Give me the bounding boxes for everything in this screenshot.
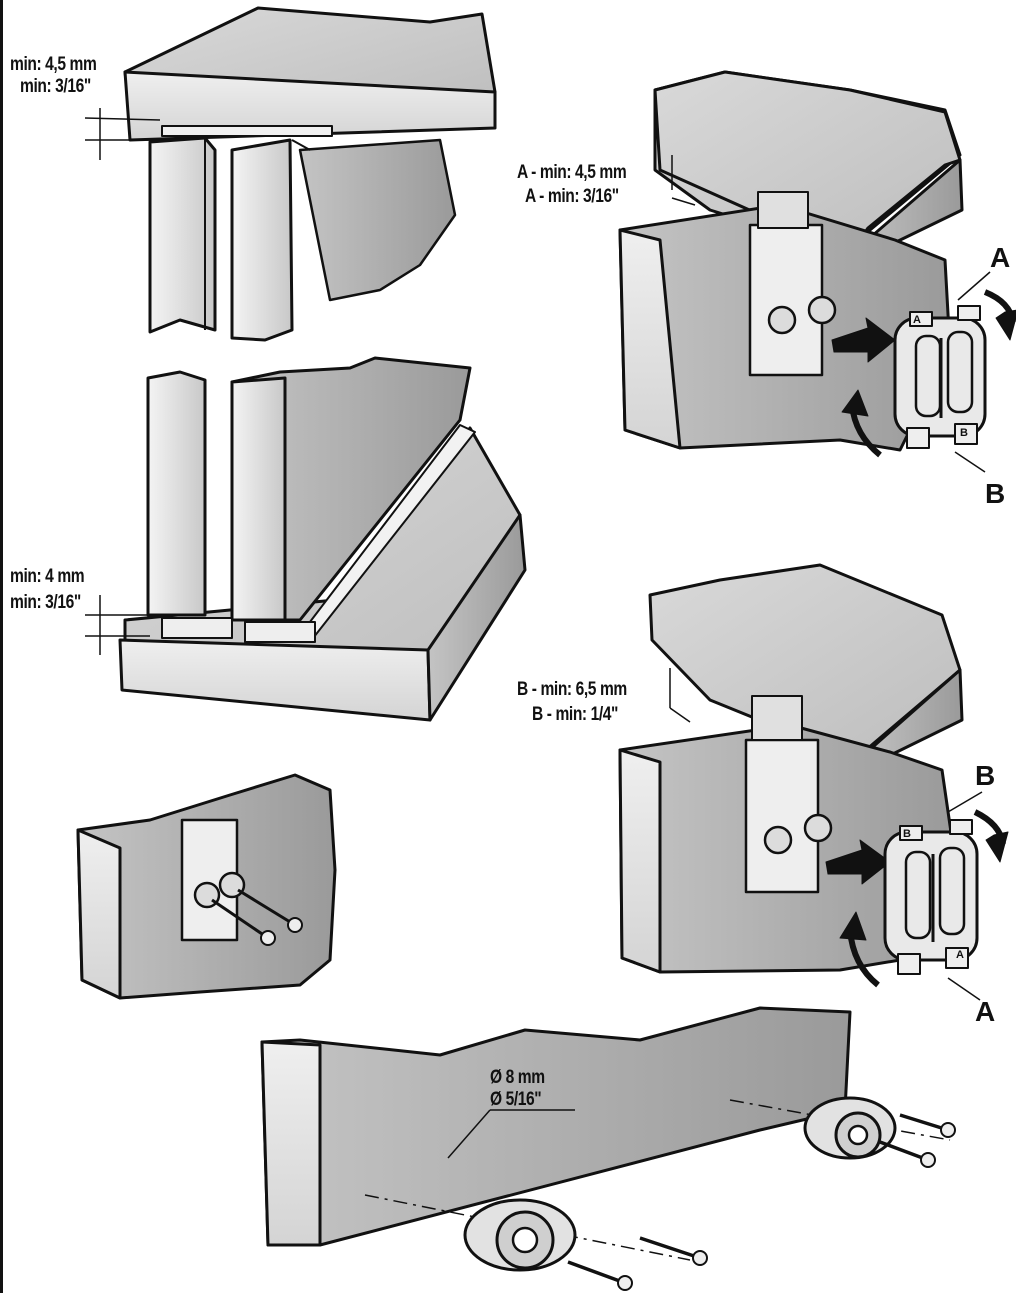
wall-side	[298, 138, 457, 302]
ceiling-block-front	[123, 70, 497, 142]
fig3-gap-label-mm: A - min: 4,5 mm	[517, 162, 627, 183]
fig2-gap-label-in: min: 3/16"	[10, 592, 81, 613]
hole-leader	[447, 1109, 491, 1159]
figure-3-clip-a	[618, 70, 1016, 473]
fig4-letter-top: B	[975, 760, 996, 791]
leader-b-3	[954, 451, 986, 473]
wheel-right	[803, 1096, 897, 1160]
screw-6c	[899, 1113, 949, 1132]
track-profile	[161, 125, 333, 137]
fig4-letter-bottom: A	[975, 996, 996, 1027]
door-left-2	[146, 370, 207, 617]
fig3-clip-mark-bottom: B	[960, 427, 968, 439]
clip-b-4	[883, 819, 979, 975]
door-right	[230, 138, 294, 342]
fig4-clip-mark-bottom: A	[956, 949, 964, 961]
push-arrow-4	[825, 839, 891, 885]
screw-5b	[237, 888, 296, 927]
leader-a-3	[957, 271, 991, 301]
fig4-clip-mark-top: B	[903, 828, 911, 840]
figure-4-clip-b	[618, 563, 1009, 1001]
figure-6-bottom-wheels	[260, 1006, 956, 1291]
fig3-gap-label-in: A - min: 3/16"	[525, 186, 619, 207]
fig3-letter-bottom: B	[985, 478, 1006, 509]
screw-6a	[639, 1236, 701, 1260]
axis-line-2	[729, 1099, 951, 1141]
fig6-hole-label-in: Ø 5/16"	[490, 1089, 542, 1110]
figure-1-top-track	[84, 6, 497, 342]
screw-6b	[567, 1260, 626, 1285]
long-panel-front	[260, 1040, 322, 1247]
fig2-gap-label-mm: min: 4 mm	[10, 566, 85, 587]
leader-a-4	[947, 977, 981, 1001]
figure-2-bottom-guide	[85, 356, 527, 722]
mount-plate-3	[748, 223, 824, 377]
left-frame-line	[0, 0, 3, 1293]
wheel-left	[463, 1198, 577, 1272]
fig3-letter-top: A	[990, 242, 1011, 273]
floor-block-side	[426, 513, 527, 722]
fig4-gap-label-in: B - min: 1/4"	[532, 704, 619, 725]
push-arrow-3	[831, 317, 896, 363]
gap-marker-top	[84, 117, 161, 121]
fig4-gap-label-mm: B - min: 6,5 mm	[517, 679, 627, 700]
mount-plate-4	[744, 738, 820, 894]
fig1-gap-label-in: min: 3/16"	[20, 76, 91, 97]
fig1-gap-label-mm: min: 4,5 mm	[10, 54, 97, 75]
leader-b-4	[947, 791, 983, 813]
figure-5-mount-plate	[76, 773, 337, 1000]
clip-a-3	[893, 305, 987, 449]
fig3-clip-mark-top: A	[913, 314, 921, 326]
screw-6d	[879, 1140, 929, 1162]
screw-5a	[211, 898, 269, 940]
fig6-hole-label-mm: Ø 8 mm	[490, 1067, 545, 1088]
floor-block-front	[118, 638, 432, 722]
